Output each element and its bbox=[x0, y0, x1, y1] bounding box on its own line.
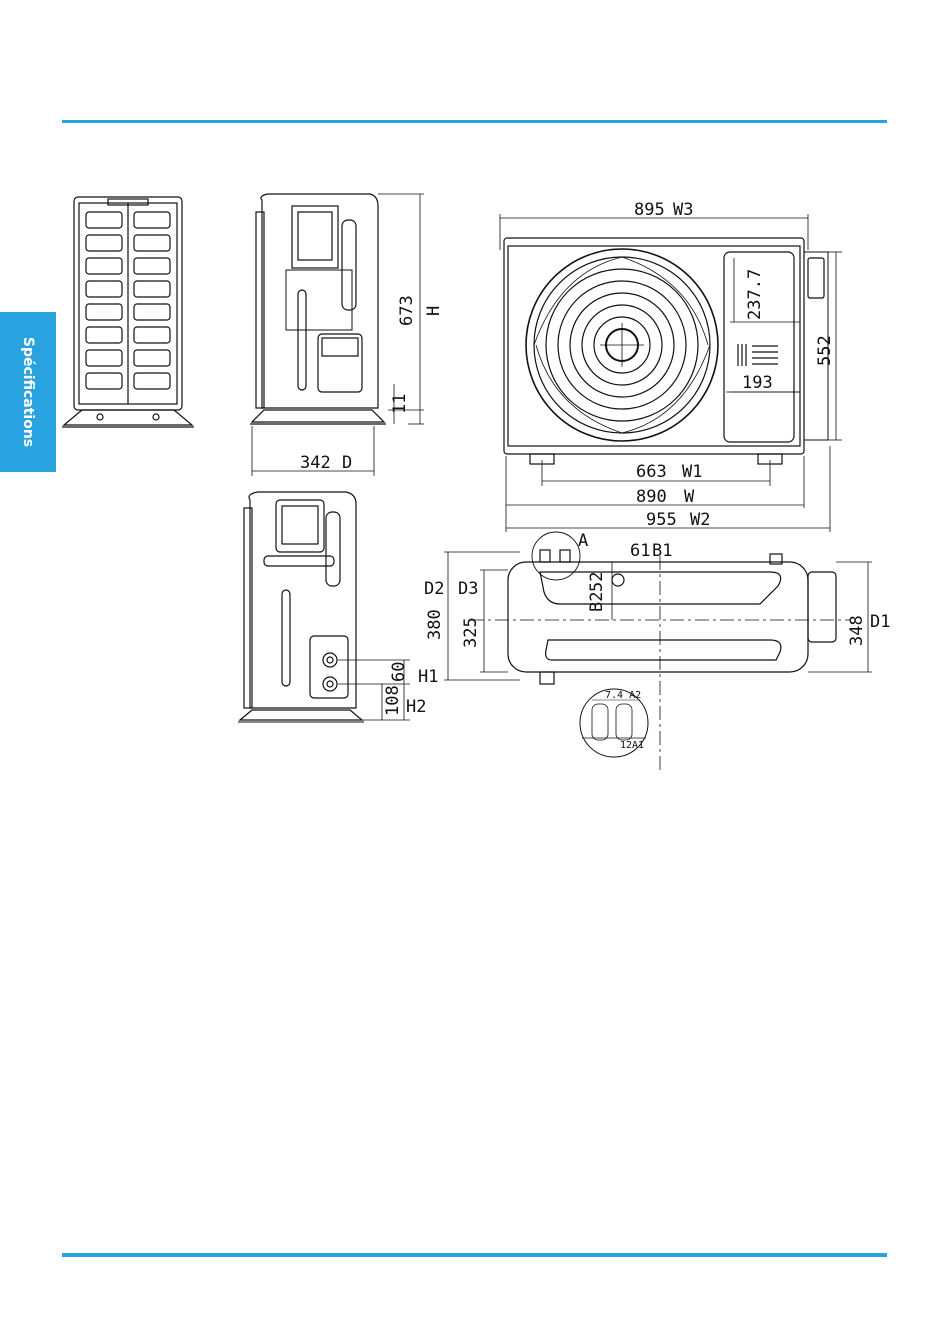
dim-w-label: W bbox=[684, 487, 695, 507]
dim-w1-label: W1 bbox=[682, 462, 702, 482]
dim-w3-label: W3 bbox=[673, 200, 693, 220]
dim-a1: 12A1 bbox=[620, 740, 644, 751]
dim-h2-value: 108 bbox=[383, 685, 403, 716]
dim-w2-label: W2 bbox=[690, 510, 710, 530]
dim-d2-value: 380 bbox=[425, 609, 445, 640]
dim-d1-label: D1 bbox=[870, 612, 890, 632]
dim-w-value: 890 bbox=[636, 487, 667, 507]
dim-d2-label: D2 bbox=[424, 579, 444, 599]
dim-d-label: D bbox=[342, 453, 352, 473]
dim-193: 193 bbox=[742, 373, 773, 393]
top-view bbox=[444, 532, 872, 770]
dim-d3-value: 325 bbox=[461, 617, 481, 648]
dim-2377: 237.7 bbox=[745, 269, 765, 320]
front-view bbox=[500, 214, 842, 532]
dim-h-value: 673 bbox=[397, 295, 417, 326]
dim-b2-value: 52 bbox=[587, 572, 607, 592]
dim-foot-11: 11 bbox=[390, 394, 410, 414]
dim-h-label: H bbox=[424, 306, 444, 316]
dim-h1-label: H1 bbox=[418, 667, 438, 687]
dim-w2-value: 955 bbox=[646, 510, 677, 530]
dim-b1-value: 61 bbox=[630, 541, 650, 561]
footer-rule bbox=[62, 1253, 887, 1257]
dim-b1-label: B1 bbox=[652, 541, 672, 561]
dim-b2-label: B2 bbox=[587, 592, 607, 612]
dim-w1-value: 663 bbox=[636, 462, 667, 482]
dim-w3-value: 895 bbox=[634, 200, 665, 220]
dim-d3-label: D3 bbox=[458, 579, 478, 599]
rear-grille-view bbox=[62, 197, 194, 427]
dim-a2: 7.4 A2 bbox=[605, 690, 641, 701]
dim-d-value: 342 bbox=[300, 453, 331, 473]
dim-h1-value: 60 bbox=[389, 662, 409, 682]
dim-d1-value: 348 bbox=[847, 615, 867, 646]
detail-a-label: A bbox=[578, 531, 588, 551]
side-view bbox=[250, 194, 424, 476]
dim-h2-label: H2 bbox=[406, 697, 426, 717]
dim-552: 552 bbox=[815, 335, 835, 366]
